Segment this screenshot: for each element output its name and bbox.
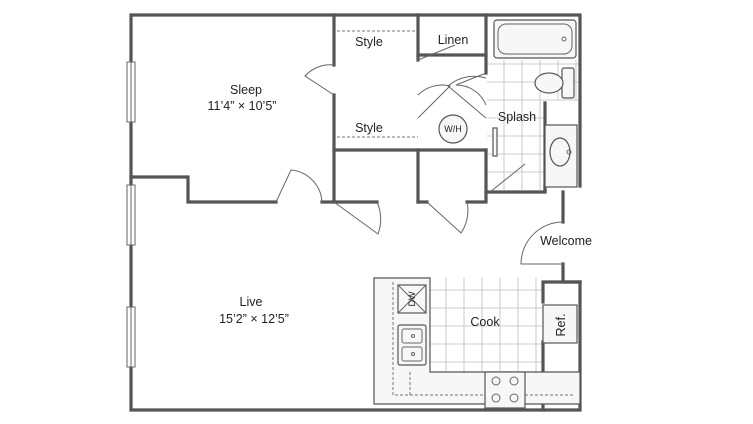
windows	[126, 61, 136, 368]
linen-closet-label: Linen	[438, 33, 469, 47]
refrigerator-label: Ref.	[554, 314, 568, 337]
walls	[129, 13, 582, 412]
kitchen-sink	[397, 324, 427, 366]
splash-room-label: Splash	[498, 110, 536, 124]
dishwasher	[397, 284, 427, 314]
style-closet-top-label: Style	[355, 35, 383, 49]
cook-tile-floor	[430, 278, 545, 372]
dishwasher-label: DW	[407, 291, 417, 306]
water-heater	[438, 114, 468, 144]
bath-cabinet	[492, 127, 498, 157]
sleep-room-dimensions: 11’4” × 10’5”	[208, 99, 277, 113]
cook-room-label: Cook	[470, 315, 500, 329]
closet-rods	[337, 30, 418, 138]
toilet	[534, 67, 575, 99]
bathroom-vanity	[544, 124, 578, 188]
door-swings	[275, 44, 564, 265]
live-room-label: Live	[240, 295, 263, 309]
live-room-dimensions: 15’2” × 12’5”	[219, 312, 289, 326]
welcome-entry-label: Welcome	[540, 234, 592, 248]
water-heater-label: W/H	[444, 124, 462, 134]
range-cooktop	[484, 371, 526, 409]
refrigerator	[542, 304, 578, 344]
style-closet-bottom-label: Style	[355, 121, 383, 135]
bathtub	[493, 19, 577, 59]
sleep-room-label: Sleep	[230, 83, 262, 97]
